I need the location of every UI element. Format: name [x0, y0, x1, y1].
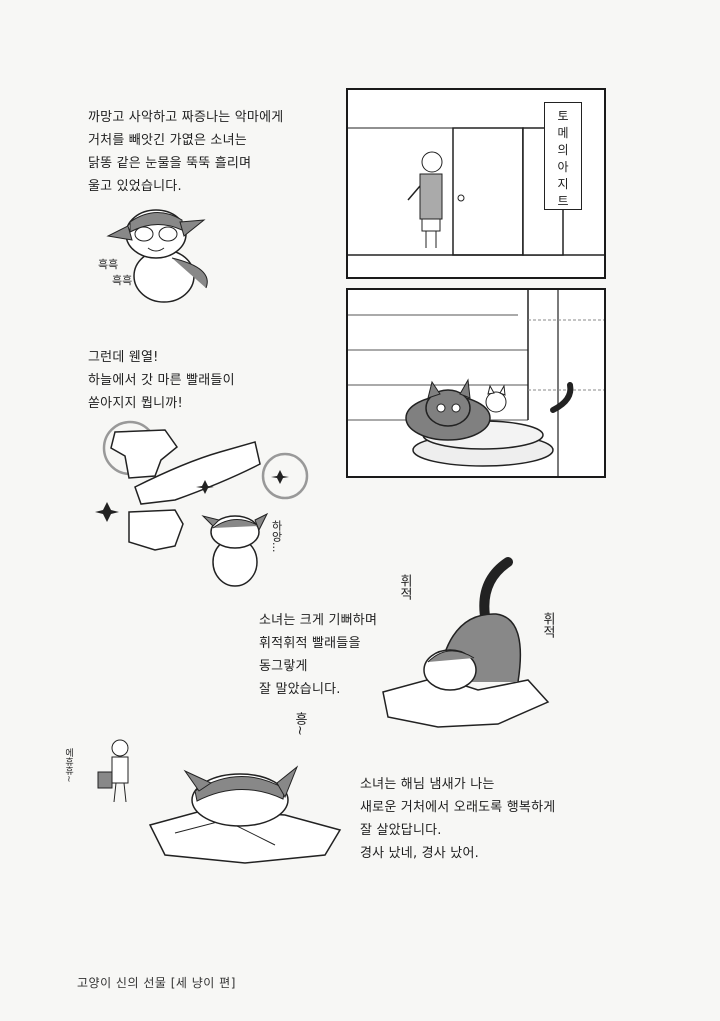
narration-line: 닭똥 같은 눈물을 뚝뚝 흘리며: [88, 156, 252, 171]
narration-block-2: 그런데 웬열! 하늘에서 갓 마른 빨래들이 쏟아지지 뭡니까!: [88, 346, 235, 415]
narration-block-3: 소녀는 크게 기뻐하며 휘적휘적 빨래들을 동그랗게 잘 말았습니다.: [259, 609, 377, 701]
narration-line: 경사 났네, 경사 났어.: [360, 846, 479, 861]
cat-bed-illustration: [348, 290, 604, 476]
narration-line: 쏟아지지 뭡니까!: [88, 396, 183, 411]
cat-rolling-laundry-illustration: [382, 557, 550, 728]
sign-char: 의: [557, 143, 569, 157]
comic-panel-door: 토 메 의 아 지 트: [346, 88, 606, 279]
narration-line: 그런데 웬열!: [88, 350, 159, 365]
narration-line: 동그랗게: [259, 659, 308, 674]
sfx-crying: 흑흑: [112, 274, 133, 287]
narration-block-4: 소녀는 해님 냄새가 나는 새로운 거처에서 오래도록 행복하게 잘 살았답니다…: [360, 773, 555, 865]
narration-line: 새로운 거처에서 오래도록 행복하게: [360, 800, 556, 815]
comic-panel-cat-bed: [346, 288, 606, 478]
narration-line: 휘적휘적 빨래들을: [259, 636, 361, 651]
man-with-bag-illustration: [97, 739, 129, 803]
sign-board: 토 메 의 아 지 트: [544, 102, 582, 210]
narration-line: 하늘에서 갓 마른 빨래들이: [88, 373, 235, 388]
cat-in-laundry-nest-illustration: [148, 765, 342, 864]
sfx-crying: 흑흑: [98, 258, 119, 271]
sign-char: 토: [557, 109, 569, 123]
narration-line: 까망고 사악하고 짜증나는 악마에게: [88, 110, 284, 125]
sign-char: 아: [557, 160, 569, 174]
narration-line: 잘 살았답니다.: [360, 823, 442, 838]
falling-laundry-illustration: [95, 420, 309, 587]
sign-char: 메: [557, 126, 569, 140]
book-footer: 고양이 신의 선물 [세 냥이 편]: [77, 976, 236, 990]
narration-line: 잘 말았습니다.: [259, 682, 341, 697]
narration-line: 거처를 빼앗긴 가엾은 소녀는: [88, 133, 247, 148]
narration-line: 소녀는 크게 기뻐하며: [259, 613, 378, 628]
sfx-hum: 흥~: [292, 712, 307, 736]
sfx-whisk: 휘적: [397, 574, 412, 600]
sign-char: 지: [557, 177, 569, 191]
sfx-man-sigh: 에휴휴~: [63, 748, 73, 783]
door-scene-illustration: [348, 127, 604, 256]
narration-block-1: 까망고 사악하고 짜증나는 악마에게 거처를 빼앗긴 가엾은 소녀는 닭똥 같은…: [88, 106, 283, 198]
narration-line: 소녀는 해님 냄새가 나는: [360, 777, 495, 792]
sfx-whisk: 휘적: [540, 612, 555, 638]
sign-char: 트: [557, 194, 569, 208]
narration-line: 울고 있었습니다.: [88, 179, 182, 194]
crying-cat-illustration: [106, 209, 208, 303]
sfx-happy: 하앙...: [270, 520, 283, 553]
